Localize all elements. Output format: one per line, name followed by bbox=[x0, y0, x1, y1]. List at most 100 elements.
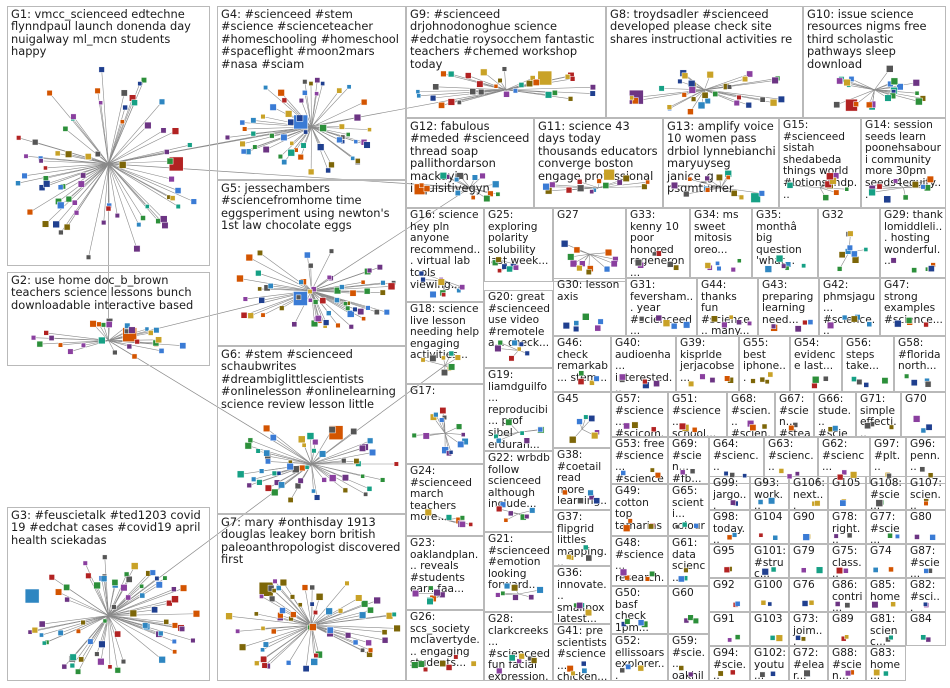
vertex-node bbox=[718, 671, 723, 676]
vertex-node bbox=[102, 555, 107, 560]
vertex-node bbox=[316, 593, 323, 600]
vertex-node bbox=[496, 593, 501, 598]
vertex-node bbox=[161, 128, 166, 133]
vertex-node bbox=[369, 449, 375, 455]
vertex-node bbox=[887, 473, 892, 478]
vertex-node bbox=[689, 87, 696, 94]
vertex-node bbox=[145, 204, 149, 208]
vertex-node bbox=[731, 267, 736, 272]
vertex-node bbox=[914, 534, 919, 539]
vertex-node bbox=[834, 190, 839, 195]
vertex-node bbox=[55, 589, 61, 595]
vertex-node bbox=[240, 120, 245, 125]
vertex-node bbox=[586, 269, 591, 274]
vertex-node bbox=[498, 340, 503, 345]
vertex-node bbox=[679, 423, 686, 430]
vertex-node bbox=[327, 627, 333, 633]
vertex-node bbox=[277, 471, 281, 475]
vertex-node bbox=[617, 180, 622, 185]
vertex-node bbox=[162, 222, 168, 228]
vertex-node bbox=[911, 380, 917, 386]
vertex-node bbox=[27, 209, 33, 215]
vertex-node bbox=[255, 270, 261, 276]
vertex-node bbox=[655, 472, 661, 478]
vertex-node bbox=[823, 376, 828, 381]
vertex-node bbox=[242, 127, 247, 132]
vertex-node bbox=[891, 258, 897, 264]
vertex-node bbox=[653, 381, 659, 387]
vertex-node bbox=[367, 128, 371, 132]
vertex-node bbox=[322, 477, 327, 482]
vertex-node bbox=[363, 492, 367, 496]
vertex-node bbox=[457, 100, 461, 104]
vertex-node bbox=[603, 182, 609, 188]
vertex-node bbox=[350, 290, 356, 296]
vertex-node bbox=[809, 600, 814, 605]
vertex-node bbox=[517, 347, 521, 351]
vertex-node bbox=[638, 665, 644, 671]
vertex-node bbox=[313, 610, 317, 614]
vertex-node bbox=[438, 279, 445, 286]
vertex-node bbox=[927, 176, 934, 183]
vertex-node bbox=[921, 428, 926, 433]
vertex-node bbox=[374, 309, 379, 314]
vertex-node bbox=[529, 508, 535, 514]
vertex-node bbox=[691, 97, 696, 102]
vertex-node bbox=[816, 567, 823, 574]
vertex-node bbox=[893, 179, 897, 183]
vertex-node bbox=[586, 555, 592, 561]
vertex-node bbox=[448, 71, 454, 77]
vertex-node bbox=[295, 483, 301, 489]
vertex-node bbox=[159, 348, 164, 353]
vertex-node bbox=[746, 102, 752, 108]
vertex-node bbox=[851, 251, 857, 257]
vertex-node bbox=[292, 322, 297, 327]
vertex-node bbox=[512, 340, 518, 346]
vertex-node bbox=[848, 231, 854, 237]
vertex-node bbox=[588, 490, 594, 496]
vertex-node bbox=[579, 371, 584, 376]
vertex-node bbox=[382, 630, 387, 635]
vertex-node bbox=[801, 264, 805, 268]
vertex-node bbox=[95, 88, 101, 94]
vertex-node bbox=[126, 595, 131, 600]
vertex-node bbox=[90, 320, 97, 327]
vertex-node bbox=[260, 656, 266, 662]
vertex-node bbox=[730, 500, 735, 505]
vertex-node bbox=[891, 602, 896, 607]
vertex-node bbox=[94, 582, 101, 589]
vertex-node bbox=[315, 78, 320, 83]
vertex-node bbox=[22, 173, 28, 179]
vertex-node bbox=[688, 177, 692, 181]
vertex-node bbox=[160, 216, 167, 223]
vertex-node bbox=[337, 137, 343, 143]
vertex-node bbox=[47, 90, 52, 95]
vertex-node bbox=[302, 90, 307, 95]
vertex-node bbox=[286, 660, 291, 665]
vertex-node bbox=[39, 633, 43, 637]
vertex-node bbox=[620, 668, 625, 673]
vertex-node bbox=[642, 379, 647, 384]
vertex-node bbox=[44, 331, 49, 336]
vertex-node bbox=[525, 514, 530, 519]
vertex-node bbox=[494, 84, 498, 88]
vertex-node bbox=[739, 195, 744, 200]
vertex-node bbox=[597, 179, 602, 184]
vertex-node bbox=[843, 568, 848, 573]
vertex-node bbox=[368, 648, 373, 653]
vertex-node bbox=[301, 143, 306, 148]
vertex-node bbox=[251, 118, 256, 123]
vertex-node bbox=[832, 426, 838, 432]
vertex-node bbox=[99, 641, 106, 648]
vertex-node bbox=[42, 221, 49, 228]
vertex-node bbox=[152, 607, 158, 613]
vertex-node bbox=[795, 326, 801, 332]
vertex-node bbox=[590, 190, 594, 194]
vertex-node bbox=[384, 309, 390, 315]
vertex-node bbox=[86, 255, 91, 260]
vertex-node bbox=[259, 469, 264, 474]
vertex-node bbox=[448, 364, 454, 370]
vertex-node bbox=[141, 216, 146, 221]
vertex-node bbox=[722, 322, 728, 328]
vertex-node bbox=[155, 576, 159, 580]
